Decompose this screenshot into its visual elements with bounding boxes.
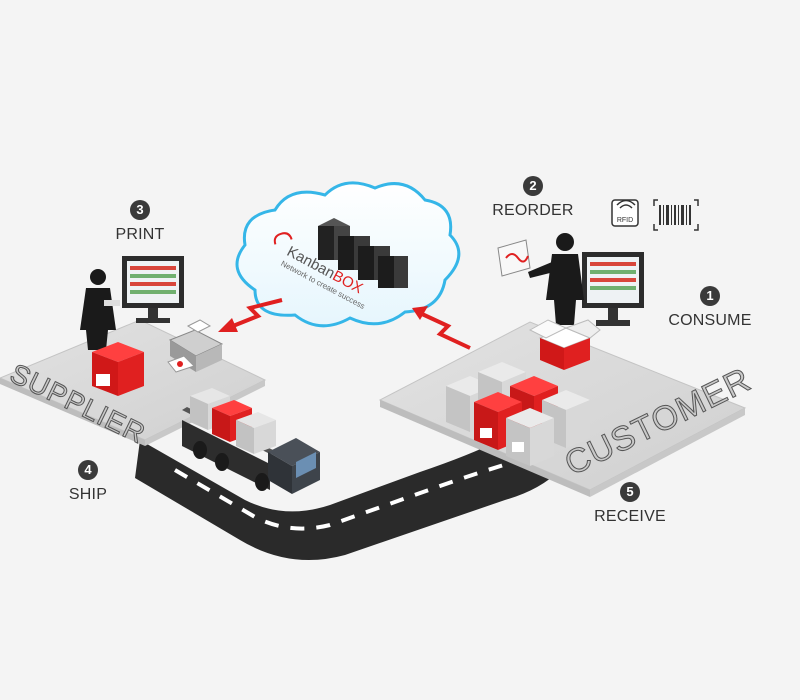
step-label: REORDER [492, 202, 574, 219]
lightning-arrow-icon [412, 306, 471, 350]
step-label: RECEIVE [594, 508, 666, 525]
step-label: PRINT [115, 226, 165, 243]
box-stack [446, 362, 590, 466]
step-print: 3 PRINT [95, 200, 185, 244]
step-number-badge: 4 [78, 460, 98, 480]
step-receive: 5 RECEIVE [580, 482, 680, 526]
step-consume: 1 CONSUME [660, 286, 760, 330]
monitor-icon [122, 256, 184, 323]
box-icon [92, 342, 144, 396]
truck-icon [182, 388, 320, 494]
road [135, 440, 560, 560]
lightning-arrow-icon [218, 298, 283, 332]
step-number-badge: 5 [620, 482, 640, 502]
step-reorder: 2 REORDER [483, 176, 583, 220]
box-icon [506, 408, 554, 466]
box-icon [528, 319, 601, 370]
monitor-icon [582, 252, 644, 326]
rfid-label: RFID [617, 217, 633, 224]
step-label: SHIP [68, 486, 108, 503]
server-rack-icon [318, 218, 408, 288]
step-number-badge: 2 [523, 176, 543, 196]
barcode-icon [653, 199, 699, 231]
step-number-badge: 1 [700, 286, 720, 306]
step-label: CONSUME [668, 312, 752, 329]
step-ship: 4 SHIP [48, 460, 128, 504]
rfid-icon: RFID [611, 199, 639, 227]
step-number-badge: 3 [130, 200, 150, 220]
person-icon [80, 269, 120, 350]
person-icon [528, 233, 584, 325]
scanner-icon [497, 239, 531, 277]
printer-icon [167, 319, 224, 373]
